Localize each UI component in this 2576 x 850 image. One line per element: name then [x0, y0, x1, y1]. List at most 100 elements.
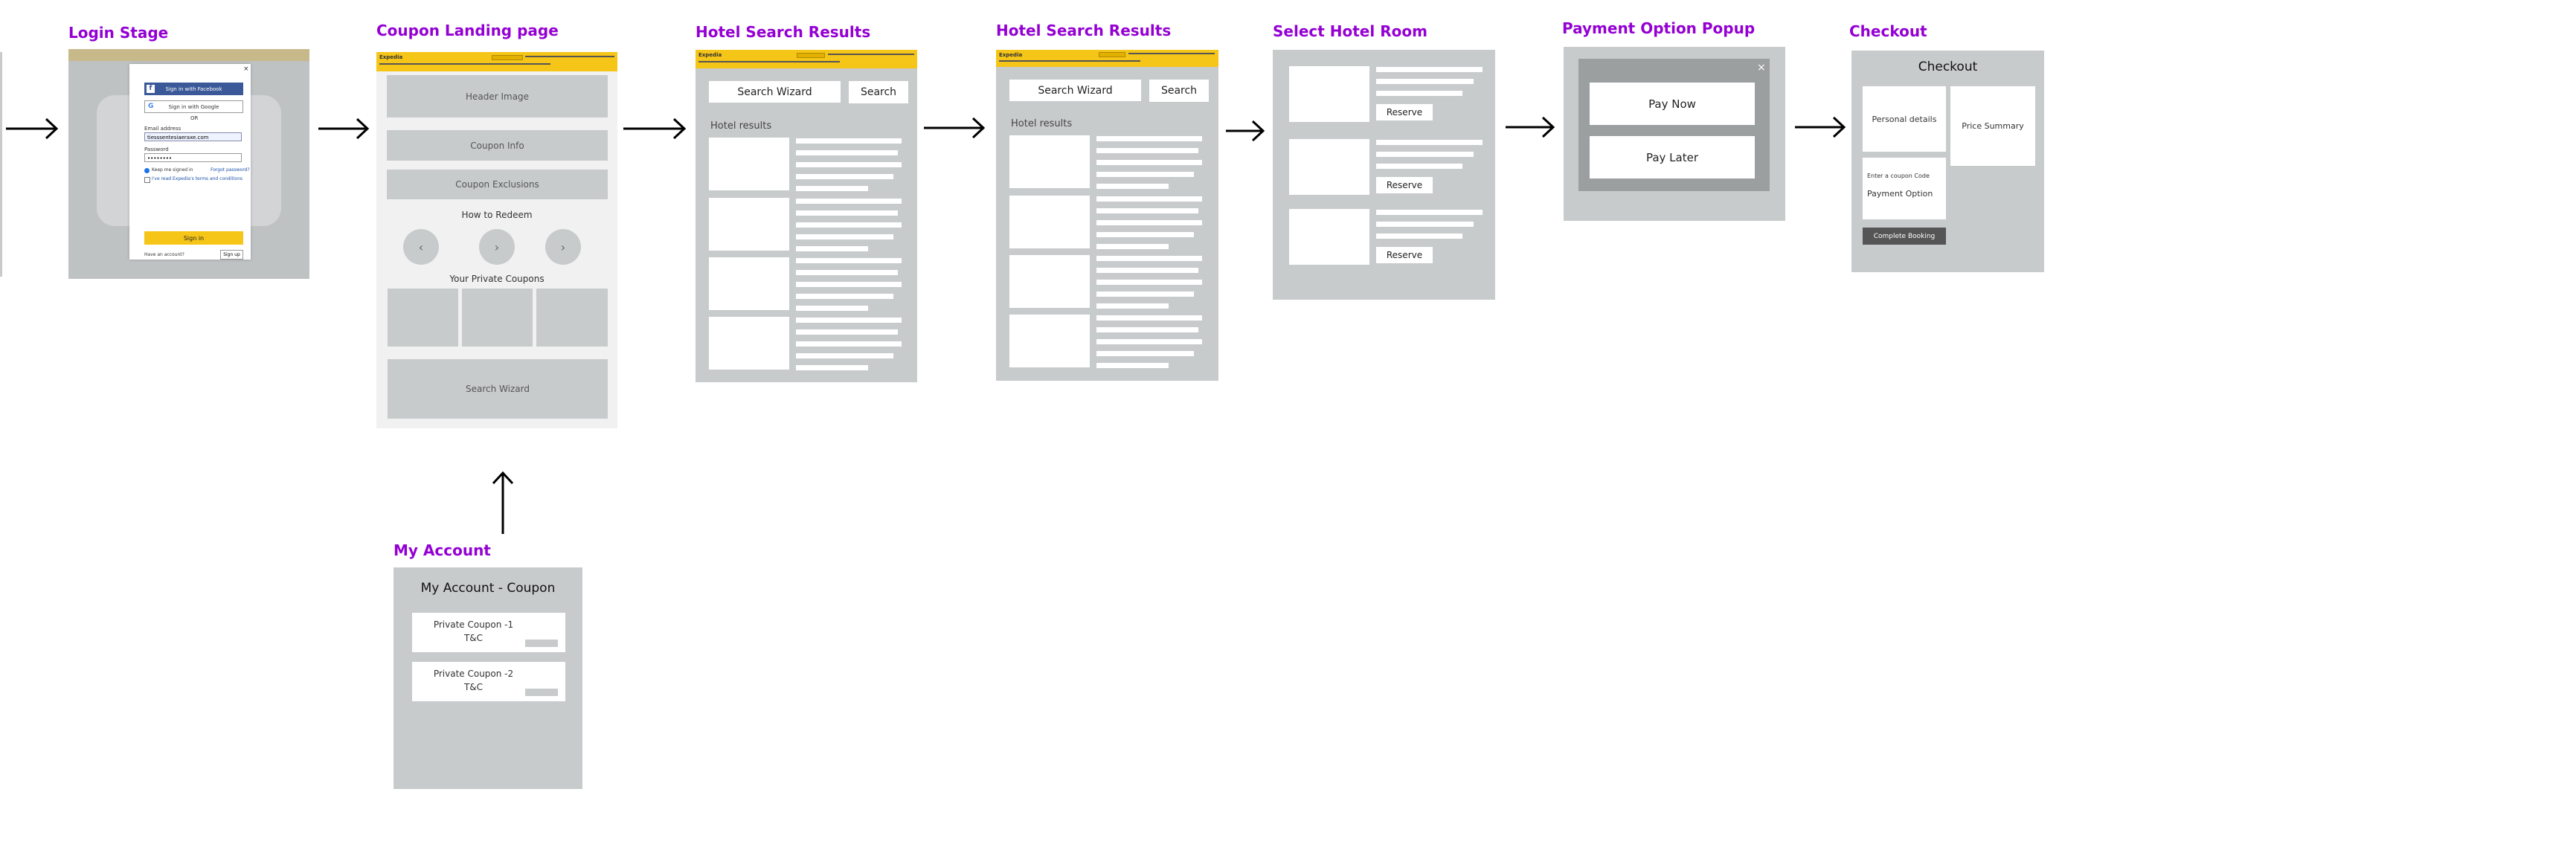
arrow-to-results-2: [924, 117, 986, 139]
text-line: [796, 282, 902, 287]
text-line: [796, 318, 902, 323]
email-label: Email address: [144, 126, 182, 132]
text-line: [796, 186, 868, 191]
keep-signed-checkbox[interactable]: [144, 168, 150, 173]
coupon-header-links[interactable]: [525, 56, 614, 57]
account-coupon-tc[interactable]: T&C: [463, 633, 484, 643]
text-line: [1096, 303, 1169, 309]
text-line: [796, 294, 893, 299]
reserve-button[interactable]: Reserve: [1376, 177, 1433, 193]
room-image-placeholder: [1289, 209, 1369, 265]
hotel-image-placeholder: [709, 257, 789, 310]
arrow-to-login: [6, 117, 59, 140]
stage-title-my-account: My Account: [394, 541, 491, 559]
hotel-results-heading: Hotel results: [1011, 118, 1073, 129]
previous-frame-edge: [0, 52, 2, 277]
text-line: [796, 246, 868, 251]
your-private-coupons-heading: Your Private Coupons: [449, 274, 545, 284]
account-coupon-card[interactable]: Private Coupon -1 T&C: [412, 613, 565, 652]
text-line: [1096, 220, 1202, 225]
private-coupon-card[interactable]: [462, 289, 533, 347]
login-close-icon[interactable]: ×: [243, 65, 249, 73]
coupon-header-pill[interactable]: [492, 55, 523, 60]
hotel-image-placeholder: [709, 317, 789, 370]
account-coupon-name: Private Coupon -2: [433, 669, 514, 679]
my-account-frame: My Account - Coupon Private Coupon -1 T&…: [394, 567, 582, 789]
search-button[interactable]: Search: [849, 81, 908, 103]
email-field[interactable]: tiesssentesiaeraxe.com: [144, 132, 242, 141]
text-line: [796, 234, 893, 239]
text-line: [796, 210, 898, 216]
results-1-header-bar: Expedia: [696, 50, 917, 68]
hotel-image-placeholder: [1009, 135, 1090, 188]
reserve-button[interactable]: Reserve: [1376, 247, 1433, 263]
search-wizard-box[interactable]: Search Wizard: [388, 359, 608, 419]
price-summary-box: Price Summary: [1950, 86, 2035, 166]
complete-booking-button[interactable]: Complete Booking: [1863, 228, 1946, 245]
keep-signed-label: Keep me signed in: [152, 167, 193, 173]
redeem-step-2-icon: ›: [479, 229, 515, 265]
text-line: [1096, 148, 1198, 153]
payment-popup-modal: × Pay Now Pay Later: [1578, 59, 1770, 191]
coupon-code-input[interactable]: Enter a coupon Code: [1867, 173, 1930, 179]
pay-later-button[interactable]: Pay Later: [1590, 136, 1755, 178]
reserve-button[interactable]: Reserve: [1376, 104, 1433, 120]
text-line: [796, 150, 898, 155]
facebook-signin-button[interactable]: Sign in with Facebook: [144, 83, 243, 95]
text-line: [1096, 256, 1202, 261]
results-2-header-pill[interactable]: [1099, 52, 1125, 57]
checkout-title: Checkout: [1918, 59, 1978, 74]
checkout-frame: Checkout Personal details Price Summary …: [1851, 51, 2044, 272]
results-1-header-links[interactable]: [828, 54, 914, 55]
password-field[interactable]: ••••••••: [144, 153, 242, 162]
text-line: [796, 162, 902, 167]
private-coupon-card[interactable]: [536, 289, 608, 347]
terms-label: I've read Expedia's terms and conditions: [152, 176, 243, 181]
text-line: [1376, 67, 1483, 72]
text-line: [796, 329, 898, 335]
account-coupon-action[interactable]: [525, 689, 558, 696]
payment-option-box[interactable]: Enter a coupon Code Payment Option: [1863, 158, 1946, 219]
stage-title-coupon-landing: Coupon Landing page: [376, 22, 559, 39]
coupon-info-box: Coupon Info: [387, 130, 608, 161]
forgot-password-link[interactable]: Forgot password?: [211, 167, 250, 173]
sign-up-button[interactable]: Sign up: [220, 250, 243, 260]
results-2-header-links[interactable]: [1128, 53, 1215, 54]
text-line: [1096, 315, 1202, 321]
redeem-step-1-icon: ‹: [403, 229, 439, 265]
text-line: [1096, 232, 1194, 237]
coupon-landing-frame: Expedia Header Image Coupon Info Coupon …: [376, 52, 617, 428]
text-line: [1096, 339, 1202, 344]
text-line: [796, 258, 902, 263]
account-coupon-card[interactable]: Private Coupon -2 T&C: [412, 662, 565, 701]
text-line: [796, 199, 902, 204]
coupon-exclusions-box: Coupon Exclusions: [387, 170, 608, 199]
text-line: [796, 174, 893, 179]
text-line: [1096, 244, 1169, 249]
personal-details-box[interactable]: Personal details: [1863, 86, 1946, 152]
text-line: [1096, 268, 1198, 273]
text-line: [1096, 292, 1194, 297]
search-wizard-field[interactable]: Search Wizard: [709, 81, 841, 103]
hotel-image-placeholder: [709, 198, 789, 251]
text-line: [1096, 184, 1169, 189]
coupon-nav-links[interactable]: [379, 63, 550, 65]
arrow-account-to-coupon: [492, 471, 514, 534]
results-1-header-pill[interactable]: [797, 53, 825, 58]
account-coupon-tc[interactable]: T&C: [463, 682, 484, 692]
results-2-header-bar: Expedia: [996, 50, 1218, 67]
private-coupon-card[interactable]: [388, 289, 458, 347]
results-1-nav-links[interactable]: [698, 61, 840, 62]
results-2-nav-links[interactable]: [999, 60, 1140, 62]
text-line: [1376, 152, 1474, 157]
account-coupon-action[interactable]: [525, 640, 558, 647]
text-line: [796, 138, 902, 144]
search-button[interactable]: Search: [1149, 80, 1209, 102]
search-wizard-field[interactable]: Search Wizard: [1009, 80, 1141, 101]
terms-checkbox[interactable]: [144, 177, 150, 183]
popup-close-icon[interactable]: ×: [1757, 62, 1766, 74]
google-signin-button[interactable]: Sign in with Google: [144, 100, 243, 113]
pay-now-button[interactable]: Pay Now: [1590, 83, 1755, 125]
sign-in-button[interactable]: Sign in: [144, 231, 243, 245]
no-account-text: Have an account?: [144, 252, 184, 257]
